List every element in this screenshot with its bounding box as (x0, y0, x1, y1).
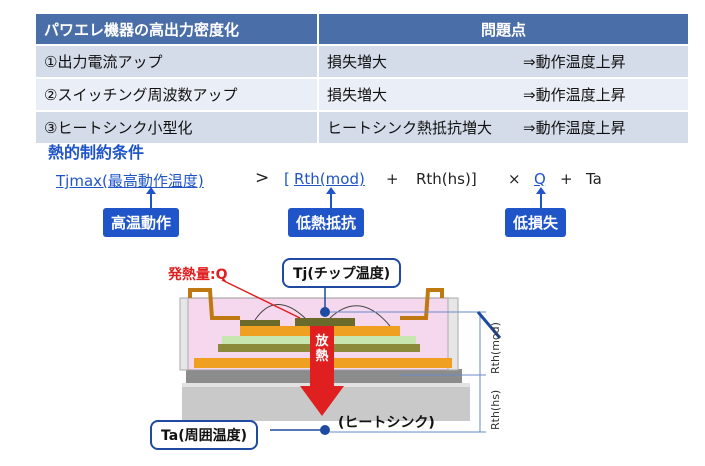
formula-ta: Ta (586, 170, 602, 188)
heat-label: 発熱量:Q (168, 267, 228, 283)
table-cell-problem: ヒートシンク熱抵抗増大 (318, 110, 515, 143)
formula-rth-hs: Rth(hs)] (416, 170, 477, 188)
table-cell-item: ①出力電流アップ (36, 44, 319, 78)
heatsink-top (182, 383, 470, 387)
formula-plus-1: + (386, 170, 399, 188)
formula-q: Q (534, 170, 546, 188)
tag-low-loss: 低損失 (505, 208, 567, 237)
ta-point (320, 425, 330, 435)
formula-times: × (508, 170, 521, 188)
condition-title: 熱的制約条件 (48, 143, 145, 162)
table-row: ③ヒートシンク小型化 ヒートシンク熱抵抗増大 ⇒動作温度上昇 (36, 110, 688, 143)
bond-wire (254, 304, 306, 321)
formula-open-bracket: [ (284, 170, 290, 188)
rth-hs-label: Rth(hs) (489, 389, 502, 430)
chip-center (295, 318, 355, 326)
table-cell-item: ②スイッチング周波数アップ (36, 77, 319, 111)
table-cell-item: ③ヒートシンク小型化 (36, 110, 319, 143)
tag-high-temp: 高温動作 (103, 208, 180, 237)
table-cell-result: ⇒動作温度上昇 (515, 77, 688, 111)
table-cell-result: ⇒動作温度上昇 (515, 44, 688, 78)
formula-tjmax: Tjmax(最高動作温度) (56, 172, 204, 190)
table-cell-problem: 損失増大 (318, 44, 515, 78)
ta-callout: Ta(周囲温度) (150, 420, 258, 450)
table-header-item: パワエレ機器の高出力密度化 (36, 14, 319, 45)
table-cell-problem: 損失増大 (318, 77, 515, 111)
case-wall-left (179, 297, 189, 371)
formula-plus-2: + (560, 170, 573, 188)
heat-dissipation-label: 放熱 (315, 334, 329, 364)
pointer-arrow-icon (326, 187, 336, 208)
pointer-arrow-icon (146, 187, 156, 208)
table-cell-result: ⇒動作温度上昇 (515, 110, 688, 143)
chip-left (240, 320, 280, 326)
heatsink-label: (ヒートシンク) (338, 415, 435, 431)
case-wall-right (447, 297, 459, 371)
tj-point (320, 307, 330, 317)
terminal-right (400, 288, 444, 320)
table-header-problem: 問題点 (318, 14, 688, 45)
bond-wire (329, 305, 391, 327)
formula-gt: > (255, 168, 270, 188)
tj-callout: Tj(チップ温度) (282, 258, 402, 288)
problem-table: パワエレ機器の高出力密度化 問題点 ①出力電流アップ 損失増大 ⇒動作温度上昇 … (36, 14, 688, 143)
rth-mod-label: Rth(mod) (489, 322, 502, 374)
table-row: ②スイッチング周波数アップ 損失増大 ⇒動作温度上昇 (36, 77, 688, 111)
base-plate (186, 369, 462, 383)
formula-rth-mod: Rth(mod) (294, 170, 365, 188)
tag-low-rth: 低熱抵抗 (288, 208, 365, 237)
table-header-row: パワエレ機器の高出力密度化 問題点 (36, 14, 688, 45)
terminal-left (188, 288, 240, 320)
table-row: ①出力電流アップ 損失増大 ⇒動作温度上昇 (36, 44, 688, 78)
pointer-arrow-icon (536, 187, 546, 208)
